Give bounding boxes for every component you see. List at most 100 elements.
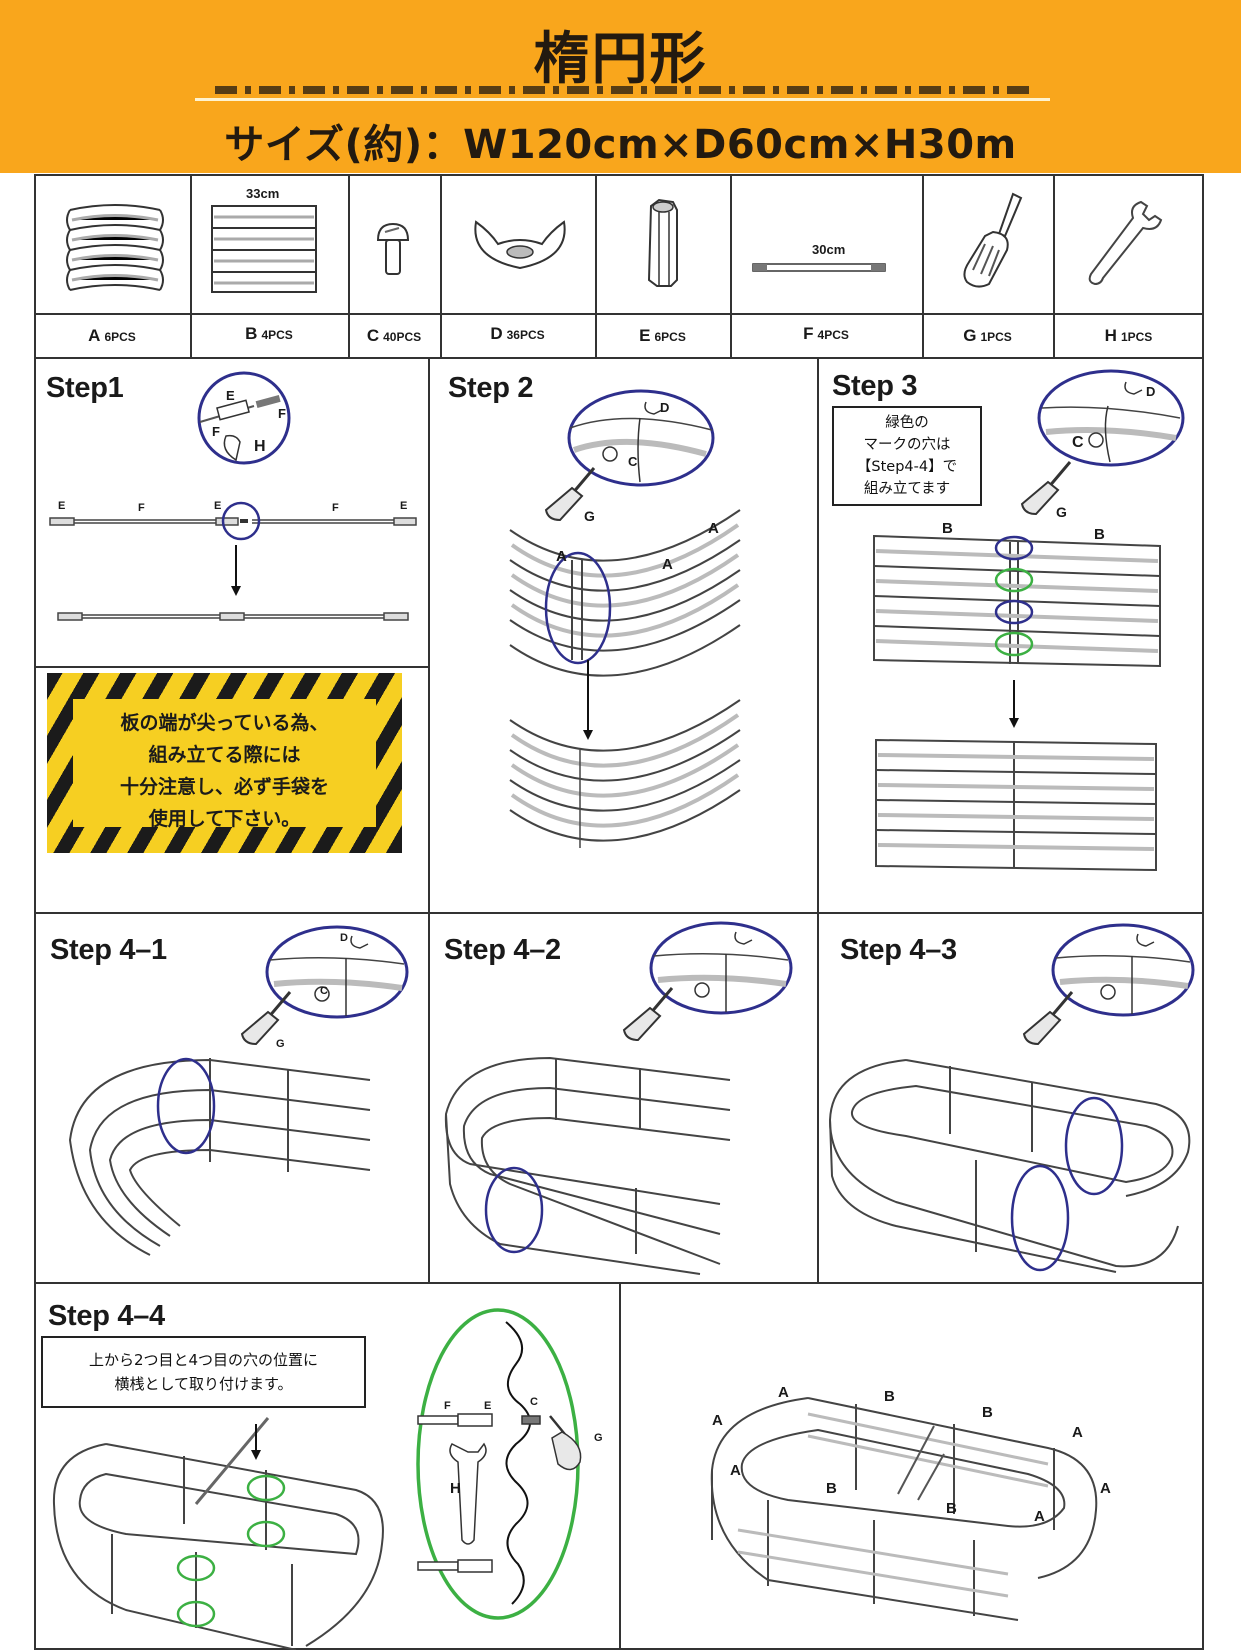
divider [730, 174, 732, 358]
step4-3-title: Step 4–3 [840, 934, 957, 966]
divider [34, 313, 1204, 315]
final-label-a2: A [712, 1412, 723, 1429]
step4-label-c: C [320, 985, 328, 997]
step3-detail-ellipse [1037, 369, 1185, 467]
wrench-icon [1088, 200, 1163, 286]
divider [428, 357, 430, 1283]
step4-4-label-g: G [594, 1432, 603, 1444]
step3-label-d: D [1146, 384, 1156, 399]
divider [348, 174, 350, 358]
warning-line: 組み立てる際には [148, 744, 301, 766]
final-label-a3: A [730, 1462, 741, 1479]
step1-detail-e: E [226, 388, 235, 403]
step3-label-b1: B [942, 520, 953, 537]
step1-detail-circle [197, 371, 291, 465]
step4-3-screwdriver-icon [1022, 991, 1074, 1046]
screwdriver-icon [963, 192, 1023, 288]
step1-label-e2: E [214, 500, 222, 512]
threaded-rod-icon [752, 263, 886, 272]
size-spec: サイズ(約)：W120cm×D60cm×H30m [224, 122, 1017, 168]
step1-detail-f: F [212, 424, 220, 439]
step2-label-g: G [584, 508, 595, 524]
header-divider [195, 98, 1050, 101]
part-qty: 1PCS [1120, 330, 1153, 344]
step4-4-label-f: F [444, 1400, 451, 1412]
part-qty: 6PCS [654, 330, 686, 344]
divider [190, 174, 192, 358]
divider [440, 174, 442, 358]
warning-line: 板の端が尖っている為、 [120, 712, 329, 734]
part-qty: 40PCS [383, 330, 422, 344]
curved-panel-icon [66, 204, 164, 291]
part-qty: 36PCS [506, 328, 545, 342]
step4-label-g: G [276, 1038, 285, 1050]
part-letter: C [366, 326, 380, 345]
panel-b-dimension: 33cm [246, 186, 280, 201]
step4-4-detail-ellipse [416, 1308, 582, 1620]
step4-2-assembly [444, 1056, 731, 1275]
final-label-a4: A [1072, 1424, 1083, 1441]
part-qty: 4PCS [261, 328, 293, 342]
step4-4-label-c: C [530, 1396, 538, 1408]
header-banner: 楕円形 サイズ(約)：W120cm×D60cm×H30m [0, 0, 1241, 173]
final-assembly-oval [710, 1397, 1098, 1621]
note-line: マークの穴は [863, 437, 951, 453]
step4-1-title: Step 4–1 [50, 934, 167, 966]
step1-label-f2: F [332, 502, 339, 514]
part-letter: H [1104, 326, 1117, 345]
step4-2-title: Step 4–2 [444, 934, 561, 966]
part-letter: D [490, 324, 503, 343]
step2-curved-panels [509, 509, 741, 848]
step4-1-screwdriver-icon [240, 991, 292, 1046]
step1-rod-assembly-before [49, 501, 417, 621]
hex-coupler-icon [647, 198, 678, 287]
divider [922, 174, 924, 358]
step4-1-detail-ellipse [265, 925, 409, 1019]
divider [817, 357, 819, 1283]
part-letter: A [88, 326, 101, 345]
step2-label-a3: A [708, 520, 719, 537]
warning-text: 板の端が尖っている為、 組み立てる際には 十分注意し、必ず手袋を 使用して下さい… [73, 707, 376, 835]
step3-label-g: G [1056, 504, 1067, 520]
final-label-b1: B [884, 1388, 895, 1405]
divider [1053, 174, 1055, 358]
warning-panel: 板の端が尖っている為、 組み立てる際には 十分注意し、必ず手袋を 使用して下さい… [73, 699, 376, 830]
final-label-b4: B [946, 1500, 957, 1517]
part-qty: 1PCS [980, 330, 1012, 344]
divider [34, 912, 1204, 914]
divider [619, 1282, 621, 1650]
note-line: 【Step4-4】で [856, 459, 958, 475]
note-line: 緑色の [885, 415, 929, 431]
step2-title: Step 2 [448, 372, 534, 404]
note-line: 横桟として取り付けます。 [114, 1375, 293, 1393]
page-title: 楕円形 [533, 27, 708, 92]
warning-line: 十分注意し、必ず手袋を [119, 776, 329, 798]
step4-4-title: Step 4–4 [48, 1300, 165, 1332]
step2-label-c: C [628, 454, 638, 469]
step2-detail-ellipse [567, 389, 715, 487]
wing-nut-icon [474, 220, 566, 270]
step4-2-screwdriver-icon [622, 987, 674, 1042]
step4-1-assembly [68, 1057, 371, 1256]
final-label-a6: A [1034, 1508, 1045, 1525]
step1-detail-h: H [254, 438, 266, 455]
rod-f-dimension: 30cm [812, 242, 846, 257]
step4-4-assembly [52, 1417, 384, 1650]
step1-detail-f2: F [278, 406, 286, 421]
step2-label-a1: A [556, 548, 567, 565]
note-line: 組み立てます [863, 481, 951, 497]
part-letter: E [639, 326, 651, 345]
step3-title: Step 3 [832, 370, 918, 402]
bolt-icon [376, 222, 410, 275]
step3-label-b2: B [1094, 526, 1105, 543]
note-line: 上から2つ目と4つ目の穴の位置に [88, 1351, 319, 1369]
step4-label-d: D [340, 932, 348, 944]
part-letter: F [803, 324, 814, 343]
